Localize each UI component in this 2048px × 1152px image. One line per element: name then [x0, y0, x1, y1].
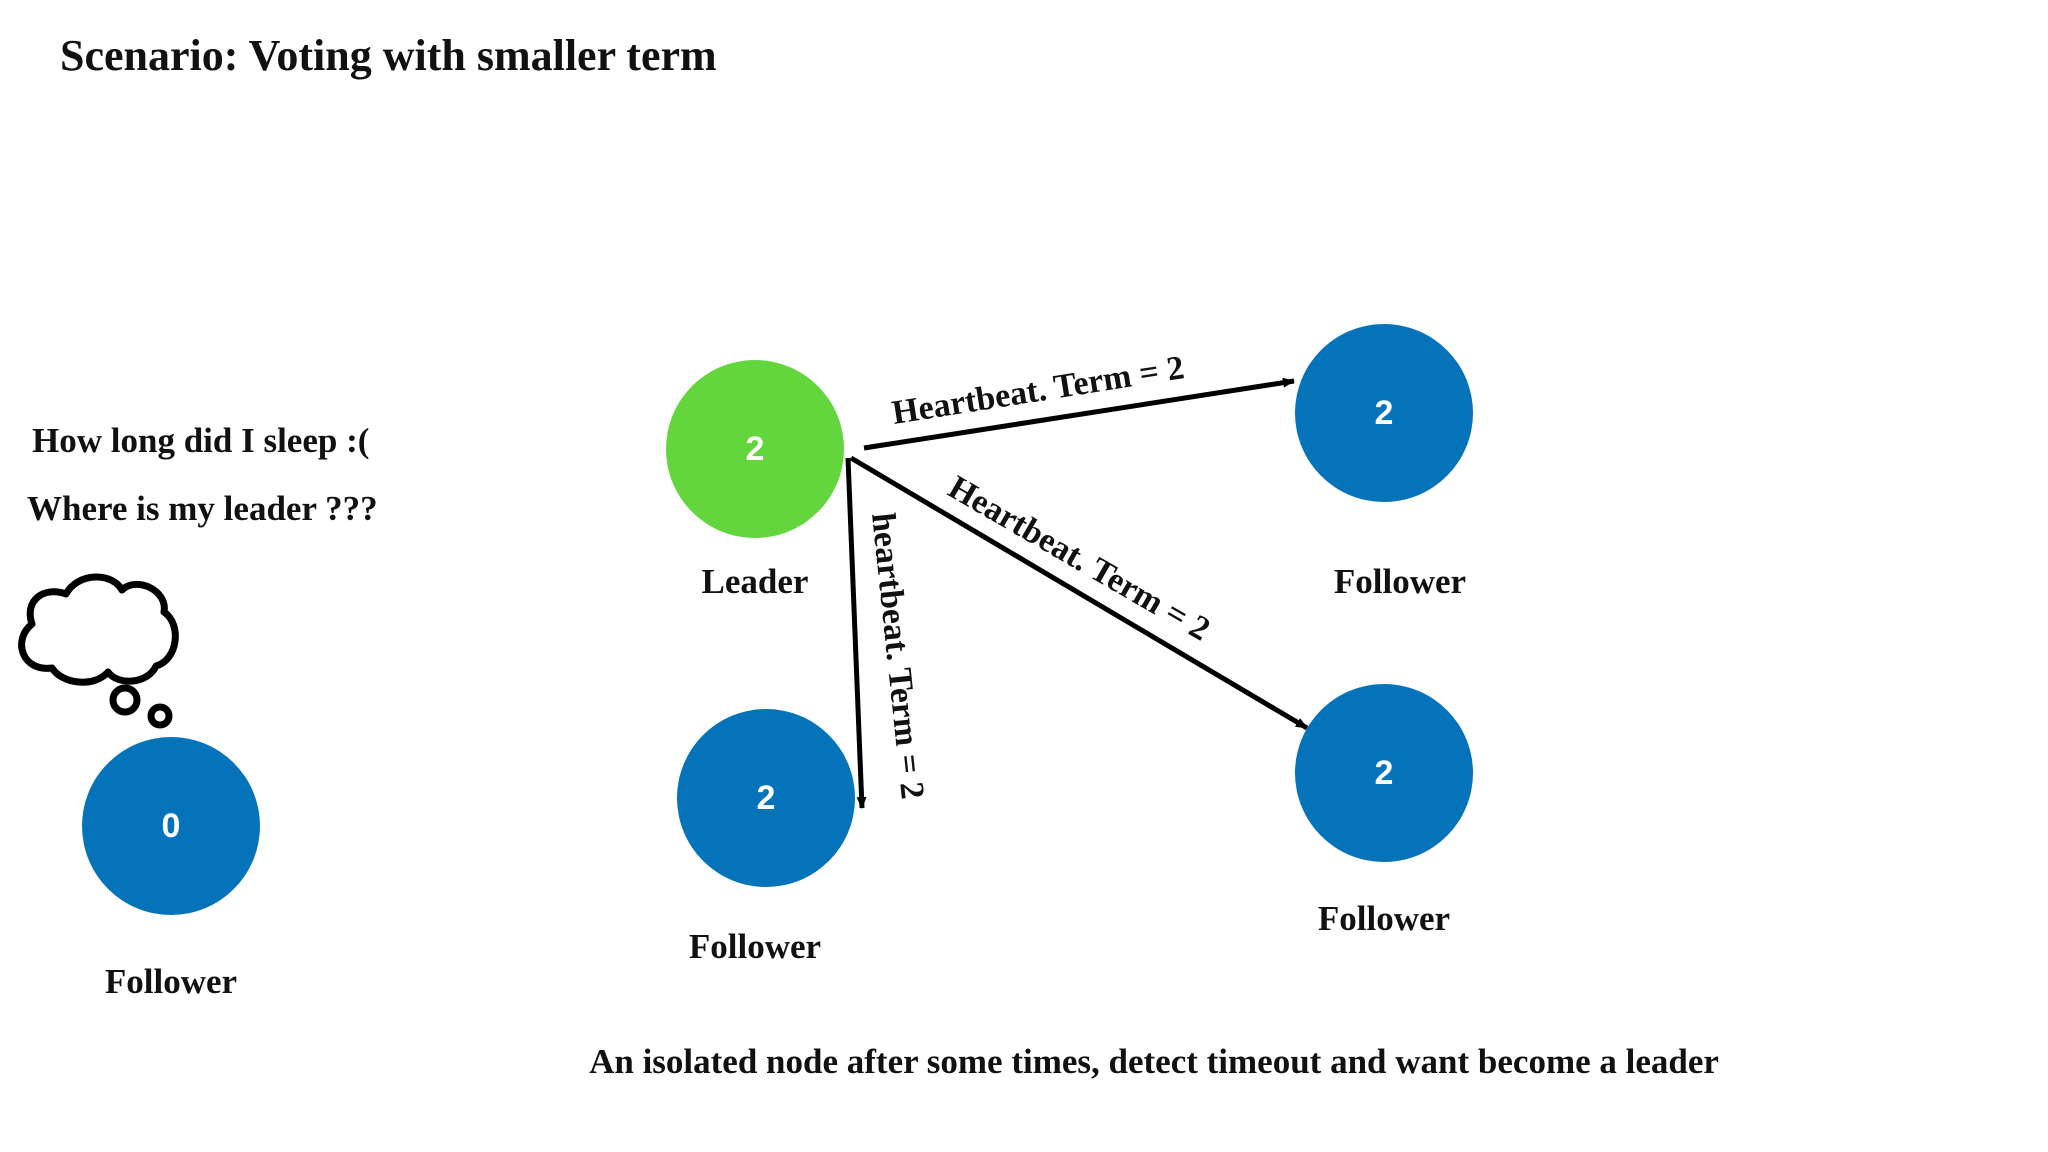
- isolated-follower-circle: [82, 737, 260, 915]
- follower-bottom-center-role-label: Follower: [689, 927, 821, 966]
- follower-node-top-right: 2: [1295, 324, 1473, 502]
- isolated-follower-node: 0: [82, 737, 260, 915]
- follower-node-bottom-right: 2: [1295, 684, 1473, 862]
- follower-top-right-role-label: Follower: [1334, 562, 1466, 601]
- isolated-follower-term: 0: [162, 807, 181, 845]
- message-label-bottom-right: Heartbeat. Term = 2: [942, 469, 1216, 649]
- leader-role-label: Leader: [702, 562, 809, 601]
- arrow-to-follower-bottom-right: [849, 455, 1309, 731]
- thought-bubble-icon: [18, 573, 179, 729]
- scenario-caption: An isolated node after some times, detec…: [589, 1042, 1719, 1081]
- message-label-bottom-center: heartbeat. Term = 2: [864, 511, 931, 801]
- follower-bottom-right-role-label: Follower: [1318, 899, 1450, 938]
- page-title: Scenario: Voting with smaller term: [60, 31, 717, 80]
- leader-node: 2: [666, 360, 844, 538]
- follower-top-right-circle: [1295, 324, 1473, 502]
- isolated-follower-role-label: Follower: [105, 962, 237, 1001]
- thought-line-1: How long did I sleep :(: [32, 421, 369, 460]
- follower-bottom-right-circle: [1295, 684, 1473, 862]
- follower-bottom-center-circle: [677, 709, 855, 887]
- follower-top-right-term: 2: [1375, 394, 1394, 432]
- follower-bottom-right-term: 2: [1375, 754, 1394, 792]
- arrow-to-follower-top-right: [863, 377, 1295, 451]
- thought-line-2: Where is my leader ???: [27, 489, 378, 528]
- leader-node-circle: [666, 360, 844, 538]
- leader-term: 2: [746, 430, 765, 468]
- follower-node-bottom-center: 2: [677, 709, 855, 887]
- follower-bottom-center-term: 2: [757, 779, 776, 817]
- arrow-to-follower-bottom-center: [845, 457, 867, 809]
